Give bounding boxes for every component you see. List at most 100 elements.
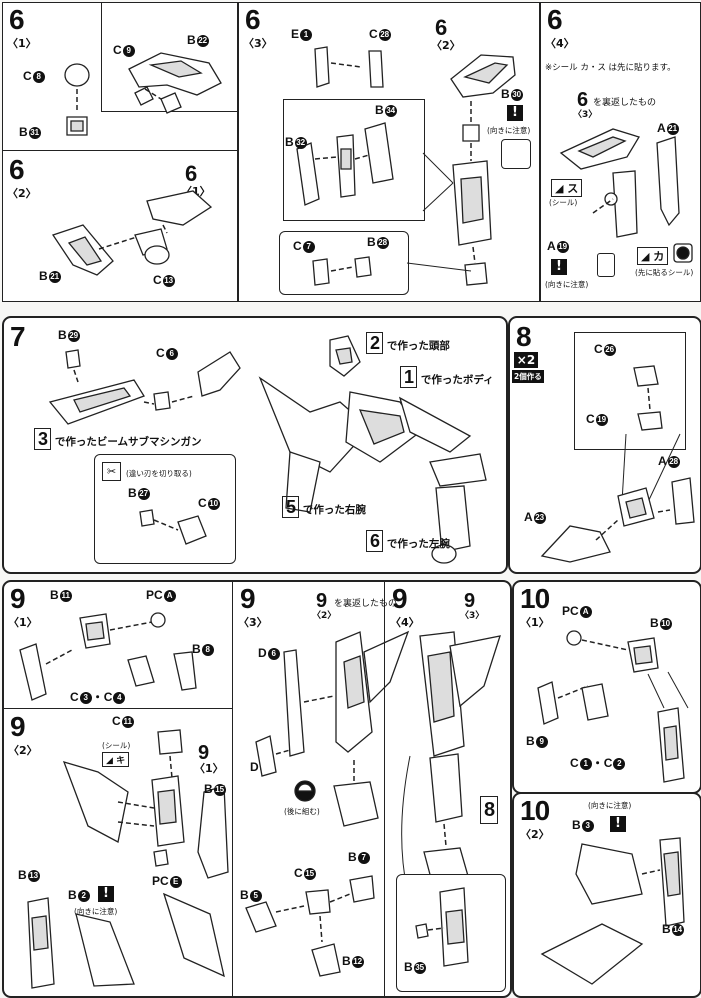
part-illustration-leg	[450, 54, 516, 286]
caution-icon: !	[98, 886, 114, 902]
inset-box-c26-c19	[574, 332, 686, 450]
step-number: 6	[9, 154, 25, 185]
step-number-9-4: 9	[392, 583, 408, 614]
ref-substep-label: 〈3〉	[573, 110, 598, 120]
ref-step-number: 6	[577, 89, 588, 111]
ref-substep-label: 〈2〉	[312, 611, 337, 621]
seal-note: ※シール カ・ス は先に貼ります。	[545, 63, 676, 73]
substep-label: 〈2〉	[7, 187, 37, 200]
caution-icon: !	[610, 816, 626, 832]
part-illustration-leg-reversed	[559, 128, 680, 238]
step-number: 10	[520, 583, 550, 614]
ref-substep-label: 〈3〉	[460, 611, 485, 621]
cut-icon: ✂	[102, 462, 122, 481]
ref-step-8: 8	[480, 796, 499, 824]
seal-ki-icon: ◢ キ	[102, 752, 130, 767]
part-illustration-9-2	[62, 729, 229, 879]
caution-text: (向きに注意)	[487, 126, 531, 135]
seal-label: (シール)	[102, 741, 131, 750]
step-number: 7	[10, 321, 26, 352]
substep-label: 〈1〉	[7, 37, 37, 50]
ref-step-number: 9	[464, 590, 475, 612]
ref-text: を裏返したもの	[593, 98, 657, 108]
part-illustration-9-4	[401, 631, 501, 927]
step-number-9-2: 9	[10, 711, 26, 742]
step-9-4-divider	[384, 582, 386, 996]
caution-text: (向きに注意)	[74, 907, 118, 916]
substep-label-9-2: 〈2〉	[8, 744, 38, 757]
step-number-9-3: 9	[240, 583, 256, 614]
substep-label: 〈2〉	[520, 828, 550, 841]
part-illustration-assembly	[51, 190, 213, 276]
ref-step-number: 9	[198, 742, 209, 764]
part-illustration-gun	[48, 349, 241, 425]
part-illustration-mobile-suit	[258, 335, 487, 564]
part-illustration-b22	[128, 52, 222, 114]
part-illustration-9-2-bottom	[27, 892, 225, 989]
ref-step-number: 6	[185, 161, 197, 186]
part-illustration-c8	[64, 63, 90, 136]
part-illustration-9-1	[19, 612, 197, 701]
made-6-label: 6 で作った左腕	[366, 528, 450, 554]
step-number: 9	[10, 583, 26, 614]
ref-step-number: 9	[316, 590, 327, 612]
part-illustration-b35	[415, 887, 469, 967]
substep-label-6-2b: 〈2〉	[431, 39, 461, 52]
made-2-label: 2 で作った頭部	[366, 330, 450, 356]
seal-ka-icon: ◢ カ	[637, 247, 669, 265]
multiplier-badge: ×2	[514, 352, 538, 368]
step-number: 6	[547, 4, 563, 35]
substep-label: 〈3〉	[243, 37, 273, 50]
caution-text: (向きに注意)	[588, 801, 632, 810]
step-number-6-2b: 6	[435, 15, 447, 40]
part-illustration-hand	[139, 509, 207, 545]
seal-first-text: (先に貼るシール)	[635, 268, 694, 277]
made-3-label: 3 で作ったビームサブマシンガン	[34, 426, 202, 452]
ref-substep-label: 〈1〉	[194, 762, 224, 775]
part-illustration-9-3-bottom	[245, 875, 375, 977]
part-illustration-e1-c28	[314, 46, 384, 88]
step-9-3-divider	[232, 582, 234, 996]
fold-note: (後に組む)	[284, 807, 320, 816]
part-illustration-c7-b28	[312, 256, 372, 286]
step-number: 6	[9, 4, 25, 35]
